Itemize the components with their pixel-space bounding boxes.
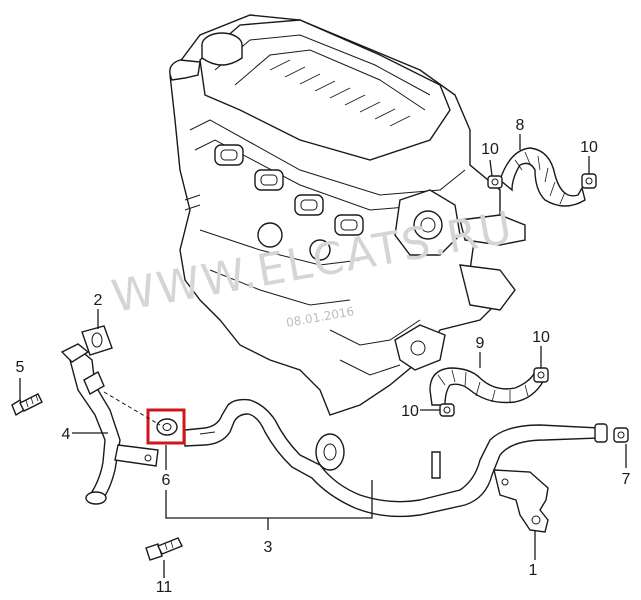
clamp-10-upper-left: [487, 175, 503, 189]
part-6-gasket: [156, 418, 178, 436]
callout-6: 6: [162, 472, 171, 489]
engine-block: [169, 14, 526, 416]
clamp-7: [613, 427, 629, 443]
callout-1: 1: [529, 562, 538, 579]
callout-7: 7: [622, 471, 631, 488]
part-4-pipe: [60, 343, 159, 505]
callout-10-d: 10: [401, 403, 419, 420]
part-11-bolt: [145, 537, 183, 561]
part-8-hose: [499, 147, 586, 207]
callout-2: 2: [94, 292, 103, 309]
callout-4: 4: [62, 426, 71, 443]
callout-labels: 1 2 3 4 5 6 7 8 9 10 10 10 10 11: [16, 117, 631, 596]
callout-5: 5: [16, 359, 25, 376]
callout-10-c: 10: [532, 329, 550, 346]
part-2-gasket: [81, 325, 113, 356]
callout-10-b: 10: [580, 139, 598, 156]
part-9-hose: [429, 367, 546, 406]
callout-3: 3: [264, 539, 273, 556]
callout-8: 8: [516, 117, 525, 134]
part-1-bracket: [493, 469, 549, 533]
callout-9: 9: [476, 335, 485, 352]
leader-lines: [19, 134, 627, 578]
part-3-pipe: [184, 398, 608, 518]
clamp-10-middle-left: [439, 403, 455, 417]
clamp-10-upper-right: [581, 173, 597, 189]
callout-11: 11: [156, 579, 173, 596]
highlight-box: [146, 408, 186, 445]
callout-10-a: 10: [481, 141, 499, 158]
part-5-bolt: [11, 393, 43, 417]
clamp-10-middle-right: [533, 367, 549, 383]
